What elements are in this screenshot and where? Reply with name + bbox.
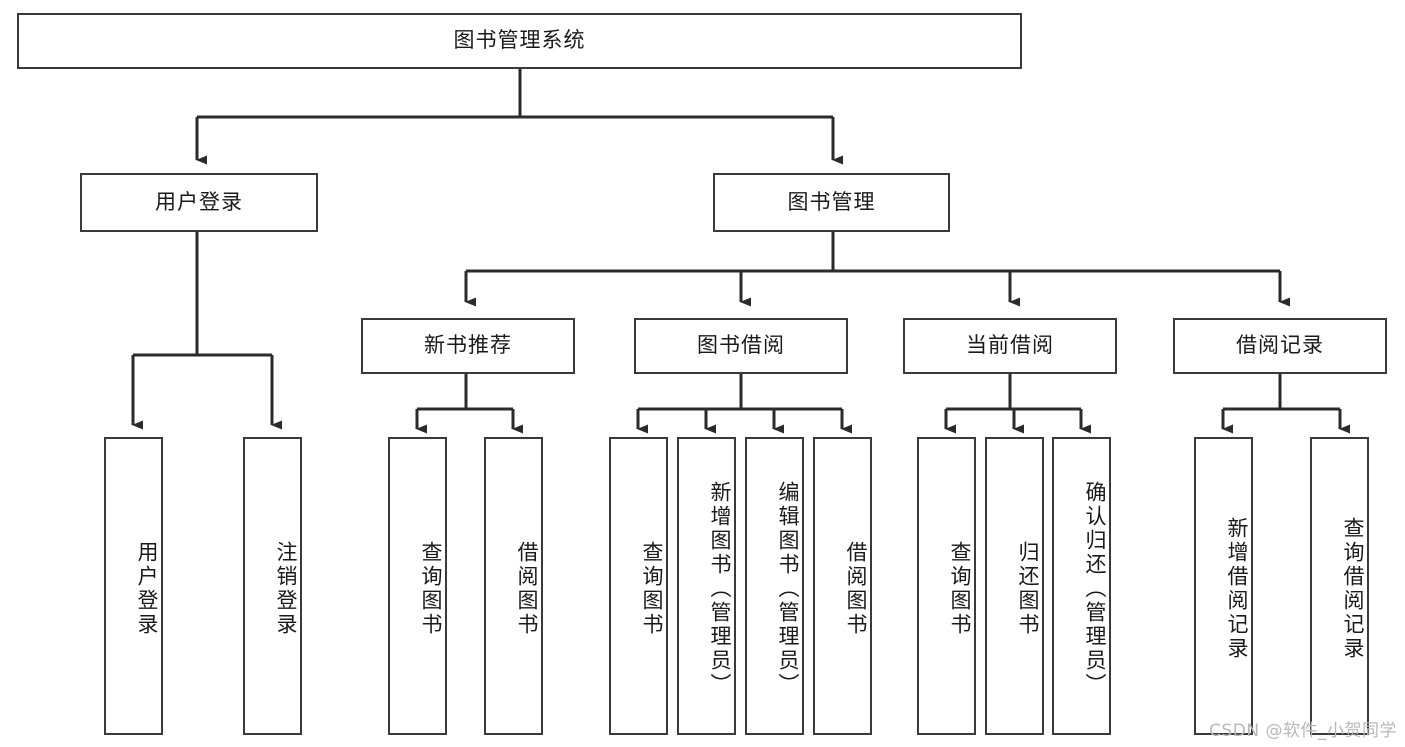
node-leaf-confirm-return[interactable]: 确认归还（管理员） (1052, 437, 1111, 735)
node-leaf-query-book-borrow[interactable]: 查询图书 (609, 437, 668, 735)
node-book-manage-label: 图书管理 (787, 189, 876, 214)
node-new-book-rec[interactable]: 新书推荐 (361, 318, 575, 374)
node-leaf-borrow-book-rec[interactable]: 借阅图书 (484, 437, 543, 735)
node-leaf-return-book[interactable]: 归还图书 (985, 437, 1044, 735)
node-leaf-add-record[interactable]: 新增借阅记录 (1194, 437, 1253, 735)
node-book-borrow[interactable]: 图书借阅 (634, 318, 848, 374)
node-leaf-add-book-label: 新增图书（管理员） (708, 481, 732, 697)
node-leaf-query-book-rec-label: 查询图书 (419, 541, 443, 637)
node-borrow-record-label: 借阅记录 (1236, 333, 1324, 358)
csdn-watermark: CSDN @软件_小贺同学 (1209, 721, 1397, 741)
node-leaf-logout-label: 注销登录 (274, 541, 298, 637)
node-root-label: 图书管理系统 (453, 28, 586, 53)
node-user-login[interactable]: 用户登录 (80, 173, 318, 232)
node-leaf-confirm-return-label: 确认归还（管理员） (1083, 481, 1107, 697)
node-leaf-borrow-book-label: 借阅图书 (844, 541, 868, 637)
node-leaf-user-login[interactable]: 用户登录 (104, 437, 163, 735)
node-current-borrow[interactable]: 当前借阅 (903, 318, 1117, 374)
node-leaf-query-book-current-label: 查询图书 (948, 541, 972, 637)
node-borrow-record[interactable]: 借阅记录 (1173, 318, 1387, 374)
node-leaf-return-book-label: 归还图书 (1016, 541, 1040, 637)
node-leaf-borrow-book[interactable]: 借阅图书 (813, 437, 872, 735)
node-leaf-query-record[interactable]: 查询借阅记录 (1310, 437, 1369, 735)
node-root[interactable]: 图书管理系统 (17, 13, 1022, 69)
node-leaf-edit-book-label: 编辑图书（管理员） (776, 481, 800, 697)
node-leaf-borrow-book-rec-label: 借阅图书 (515, 541, 539, 637)
node-current-borrow-label: 当前借阅 (966, 333, 1054, 358)
node-user-login-label: 用户登录 (155, 189, 243, 214)
node-leaf-logout[interactable]: 注销登录 (243, 437, 302, 735)
node-leaf-add-book[interactable]: 新增图书（管理员） (677, 437, 736, 735)
node-leaf-query-record-label: 查询借阅记录 (1341, 517, 1365, 661)
node-leaf-query-book-current[interactable]: 查询图书 (917, 437, 976, 735)
node-leaf-query-book-borrow-label: 查询图书 (640, 541, 664, 637)
node-new-book-rec-label: 新书推荐 (424, 333, 512, 358)
node-leaf-query-book-rec[interactable]: 查询图书 (388, 437, 447, 735)
node-leaf-edit-book[interactable]: 编辑图书（管理员） (745, 437, 804, 735)
node-book-borrow-label: 图书借阅 (697, 333, 785, 358)
node-book-manage[interactable]: 图书管理 (713, 173, 950, 232)
node-leaf-user-login-label: 用户登录 (135, 541, 159, 637)
node-leaf-add-record-label: 新增借阅记录 (1225, 517, 1249, 661)
